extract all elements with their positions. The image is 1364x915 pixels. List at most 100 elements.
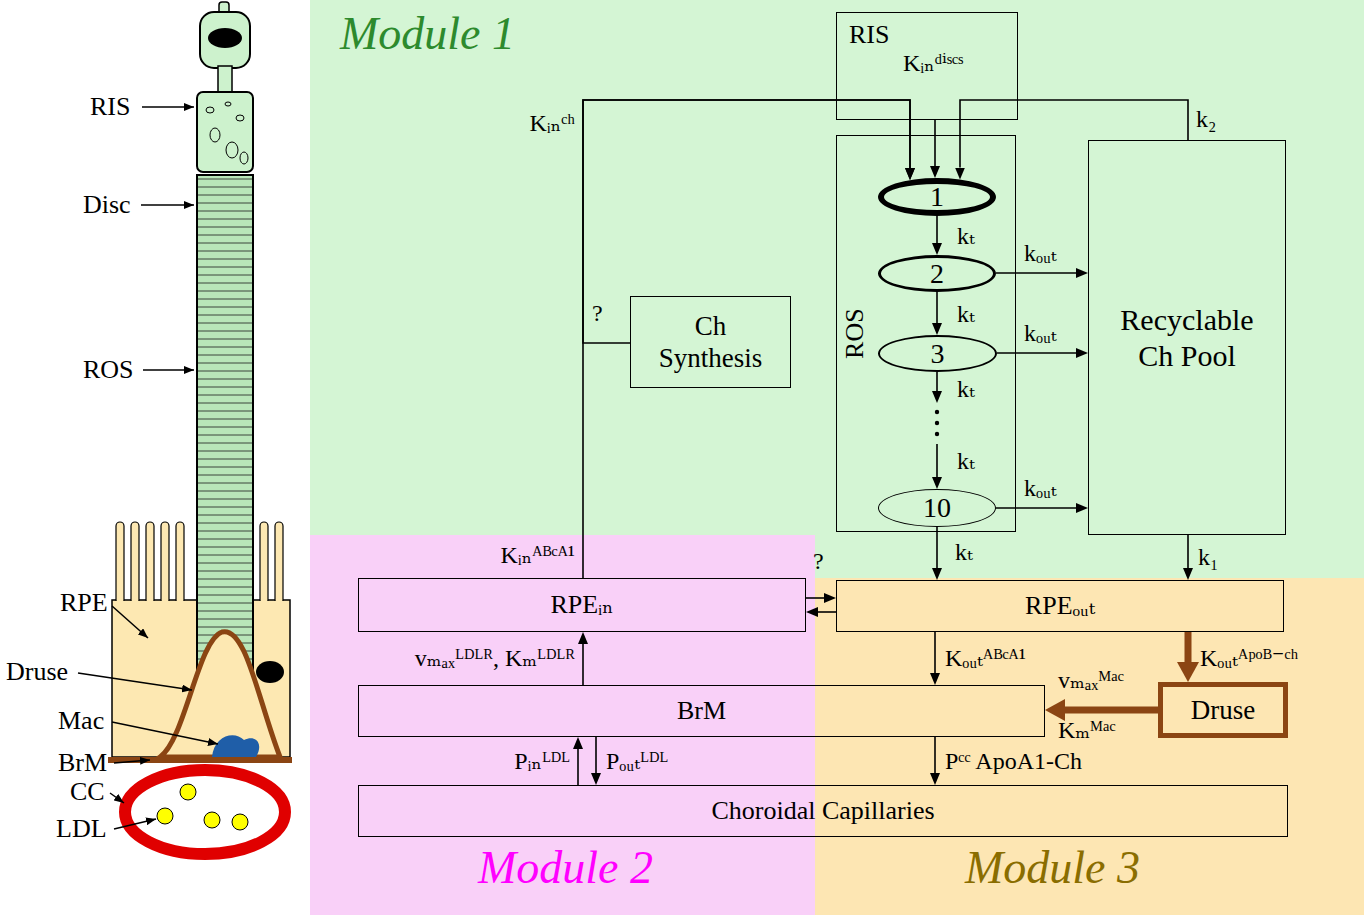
flux-arrow <box>818 611 836 613</box>
rate-label: Kᵢₙᴬᴮᶜᴬ¹ <box>500 540 575 570</box>
leader-line <box>114 819 156 829</box>
label-anchor: ROS <box>83 355 134 385</box>
part-label: ROS <box>83 355 134 385</box>
disc-ellipse: 10 <box>878 489 996 527</box>
label-anchor: RIS <box>90 92 130 122</box>
rate-label: Kᵢₙᵈⁱˢᶜˢ <box>903 48 963 78</box>
label-anchor: BrM <box>58 748 107 778</box>
part-label: Mac <box>58 706 104 736</box>
rate-label: kₜ <box>957 299 975 329</box>
rate-label: kₜ <box>957 446 975 476</box>
label-anchor: vₘₐₓᴹᵃᶜ Kₘᴹᵃᶜ <box>1058 655 1148 755</box>
flux-arrow <box>960 100 1188 168</box>
microvillus <box>131 522 139 604</box>
label-anchor: Pₒᵤₜᴸᴰᴸ <box>606 746 668 776</box>
node-label: RIS <box>849 19 889 50</box>
label-anchor: k₁ <box>1198 542 1218 572</box>
node-label: ROS <box>839 308 870 359</box>
rate-label: Pᶜᶜ ApoA1-Ch <box>945 746 1082 776</box>
ellipsis-dot <box>935 410 939 414</box>
label-anchor: ? <box>592 298 603 328</box>
microvillus <box>260 522 268 604</box>
rate-label: kₜ <box>955 537 973 567</box>
label-anchor: Kₒᵤₜᴬᵖᵒᴮ⁻ᶜʰ <box>1200 643 1298 673</box>
module-1-region <box>310 0 1364 578</box>
leader-line <box>112 722 218 744</box>
flux-arrow <box>936 372 938 477</box>
label-anchor: Kₒᵤₜᴬᴮᶜᴬ¹ <box>945 643 1026 673</box>
rate-label: kₜ <box>957 374 975 404</box>
module-title: Module 3 <box>965 840 1140 895</box>
flux-arrow <box>934 120 936 166</box>
label-anchor: ? <box>813 546 824 576</box>
module-2-region <box>310 535 815 915</box>
ldl-particle <box>180 784 196 800</box>
rate-label: kₜ <box>957 221 975 251</box>
flux-arrow <box>936 527 938 568</box>
module-title: Module 2 <box>478 840 653 895</box>
label-anchor: Kᵢₙᶜʰ <box>530 108 576 138</box>
organelle <box>236 115 244 121</box>
rpe-nucleus <box>256 661 284 683</box>
capillary-ring <box>125 770 285 854</box>
rate-label: Kₒᵤₜᴬᴮᶜᴬ¹ <box>945 643 1026 673</box>
node-label: RPEᵢₙ <box>550 589 613 620</box>
compartment-box: BrM <box>358 685 1045 737</box>
organelle <box>240 152 248 164</box>
cell-stalk <box>218 66 232 94</box>
node-label: Choroidal Capillaries <box>711 795 934 826</box>
leader-line <box>142 106 194 108</box>
disc-ellipse: 2 <box>878 255 996 292</box>
organelle <box>225 102 231 106</box>
label-anchor: Pᶜᶜ ApoA1-Ch <box>945 746 1082 776</box>
leader-line <box>112 606 148 638</box>
label-anchor: vₘₐₓᴸᴰᴸᴿ, Kₘᴸᴰᴸᴿ <box>415 643 575 673</box>
node-label: Recyclable Ch Pool <box>1112 302 1262 374</box>
module-region: Module 3RPEₒᵤₜDruse <box>815 578 1364 915</box>
rate-label: Kₒᵤₜᴬᵖᵒᴮ⁻ᶜʰ <box>1200 643 1298 673</box>
label-anchor: kₜ <box>957 446 975 476</box>
microvillus <box>275 522 283 604</box>
rate-label: kₒᵤₜ <box>1024 318 1057 348</box>
node-label: Druse <box>1191 694 1255 726</box>
flux-arrow <box>595 737 597 773</box>
druse-box: Druse <box>1158 682 1288 738</box>
flux-arrow <box>934 632 936 673</box>
rate-label: Pᵢₙᴸᴰᴸ <box>514 746 570 776</box>
flux-arrow <box>996 507 1076 509</box>
flux-arrow <box>936 216 938 243</box>
organelle <box>226 142 238 158</box>
label-anchor: kₜ <box>957 221 975 251</box>
part-label: Disc <box>83 190 131 220</box>
flux-arrow <box>1187 535 1189 568</box>
part-label: LDL <box>56 814 107 844</box>
cell-body <box>200 12 250 68</box>
label-anchor: kₜ <box>955 537 973 567</box>
part-label: CC <box>70 777 105 807</box>
microvillus <box>176 522 184 604</box>
disc-ellipse: 1 <box>878 178 996 216</box>
label-anchor: kₜ <box>957 299 975 329</box>
label-anchor: kₒᵤₜ <box>1024 318 1057 348</box>
ros-ellipsis <box>932 391 942 436</box>
leader-line <box>110 793 124 803</box>
rate-label: vₘₐₓᴹᵃᶜ Kₘᴹᵃᶜ <box>1058 655 1148 755</box>
leader-line <box>143 369 194 371</box>
label-anchor: kₒᵤₜ <box>1024 473 1057 503</box>
node-label: Ch Synthesis <box>652 310 770 375</box>
label-anchor: LDL <box>56 814 107 844</box>
organelle <box>210 128 220 142</box>
ris-segment <box>197 92 253 172</box>
flux-arrow <box>577 749 579 785</box>
druse-flux-arrow <box>1185 632 1192 662</box>
leader-line <box>141 204 194 206</box>
capillary-band: Choroidal Capillaries <box>358 785 1288 837</box>
rate-label: kₒᵤₜ <box>1024 473 1057 503</box>
rate-label: ? <box>592 298 603 328</box>
pool-box: Recyclable Ch Pool <box>1088 140 1286 535</box>
ellipsis-dot <box>935 432 939 436</box>
rate-label: Pₒᵤₜᴸᴰᴸ <box>606 746 668 776</box>
flux-arrow <box>583 100 910 343</box>
flux-arrow <box>582 644 584 685</box>
